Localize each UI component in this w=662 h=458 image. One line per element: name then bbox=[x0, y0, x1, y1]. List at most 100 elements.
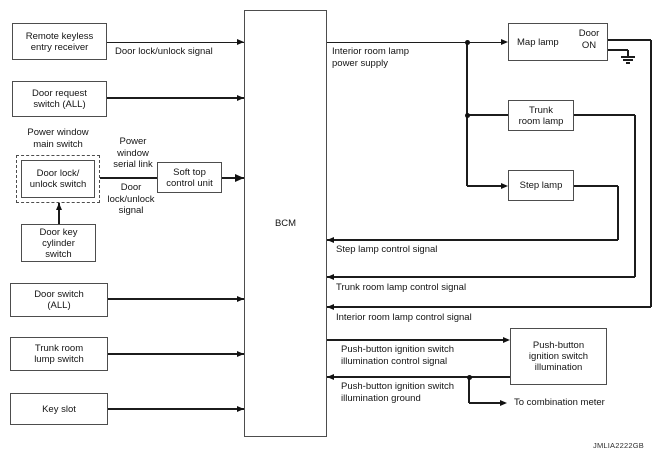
map-lamp-label-line: Map lamp bbox=[517, 37, 559, 48]
wire bbox=[468, 377, 470, 403]
arrowhead-icon bbox=[327, 373, 334, 380]
door-request-switch-label: Door request bbox=[32, 88, 87, 99]
remote-keyless-entry-receiver-label: entry receiver bbox=[30, 41, 89, 53]
wire bbox=[327, 376, 510, 378]
wire bbox=[327, 339, 508, 341]
key-slot-label: Key slot bbox=[42, 403, 76, 415]
figure-code: JMLIA2222GB bbox=[593, 440, 644, 452]
interior-room-lamp-power-supply-label-line: Interior room lamp bbox=[332, 46, 410, 57]
wire bbox=[650, 40, 652, 307]
ground-symbol-bar bbox=[626, 62, 630, 64]
soft-top-control-unit-label: Soft top bbox=[173, 166, 206, 178]
junction-dot bbox=[466, 374, 472, 380]
arrowhead-icon bbox=[237, 350, 244, 357]
push-button-ignition-switch-illumination-label: ignition switch bbox=[528, 351, 589, 362]
wire bbox=[608, 49, 628, 51]
soft-top-control-unit-label: control unit bbox=[166, 177, 213, 189]
figure-code-line: JMLIA2222GB bbox=[593, 441, 644, 450]
power-window-main-switch-box bbox=[16, 155, 100, 203]
power-window-serial-link-label-line: Power bbox=[119, 136, 147, 147]
trunk-room-lamp-label: room lamp bbox=[518, 115, 564, 127]
arrowhead-icon bbox=[503, 336, 510, 343]
junction-dot bbox=[464, 112, 470, 118]
door-lock-unlock-switch-box: Door lock/unlock switch bbox=[21, 160, 95, 198]
wire bbox=[574, 185, 618, 187]
arrowhead-icon bbox=[327, 236, 334, 243]
wire bbox=[107, 97, 244, 99]
wire bbox=[327, 276, 635, 278]
door-lock-unlock-signal-label-2-line: signal bbox=[118, 205, 144, 216]
wire bbox=[58, 203, 60, 224]
push-button-ignition-switch-illumination-label: Push-button bbox=[532, 340, 585, 351]
map-lamp-door-label: Door bbox=[574, 28, 604, 40]
wire bbox=[327, 41, 506, 44]
wire bbox=[608, 39, 651, 41]
wire bbox=[467, 185, 506, 187]
step-lamp-control-signal-label: Step lamp control signal bbox=[336, 244, 437, 256]
step-lamp-label: Step lamp bbox=[519, 180, 563, 191]
map-lamp-on-label-line: ON bbox=[581, 40, 597, 51]
wire bbox=[574, 114, 635, 116]
door-key-cylinder-switch-label: Door key bbox=[39, 226, 78, 238]
door-key-cylinder-switch-label: cylinder bbox=[42, 237, 75, 249]
wire bbox=[617, 186, 619, 240]
wire bbox=[100, 176, 157, 180]
push-button-illumination-control-signal-label-line: Push-button ignition switch bbox=[341, 344, 455, 355]
wire bbox=[107, 41, 244, 44]
power-window-main-switch-label-line: Power window bbox=[27, 127, 89, 138]
door-switch-box: Door switch(ALL) bbox=[10, 283, 108, 317]
ground-symbol-bar bbox=[621, 56, 635, 58]
door-switch-label: (ALL) bbox=[47, 300, 71, 311]
remote-keyless-entry-receiver-label: Remote keyless bbox=[25, 30, 94, 42]
arrowhead-icon bbox=[237, 94, 244, 101]
wire bbox=[222, 176, 244, 180]
map-lamp-label: Map lamp bbox=[517, 37, 559, 49]
door-request-switch-label: switch (ALL) bbox=[33, 99, 86, 110]
door-lock-unlock-switch-label: unlock switch bbox=[29, 179, 87, 190]
push-button-illumination-ground-label-line: Push-button ignition switch bbox=[341, 381, 455, 392]
map-lamp-on-label: ON bbox=[574, 40, 604, 52]
arrowhead-icon bbox=[501, 182, 508, 189]
junction-dot bbox=[464, 40, 470, 45]
power-window-main-switch-label-line: main switch bbox=[33, 138, 83, 150]
bcm-label: BCM bbox=[274, 218, 297, 229]
arrowhead-icon bbox=[500, 399, 507, 406]
step-lamp-control-signal-label-line: Step lamp control signal bbox=[336, 244, 438, 255]
to-combination-meter-label-line: To combination meter bbox=[514, 397, 605, 408]
arrowhead-icon bbox=[235, 173, 244, 182]
interior-room-lamp-power-supply-label-line: power supply bbox=[332, 57, 388, 69]
wire bbox=[108, 298, 244, 300]
door-lock-unlock-signal-label: Door lock/unlock signal bbox=[115, 46, 213, 58]
wire bbox=[327, 239, 618, 241]
door-lock-unlock-signal-label-2-line: lock/unlock bbox=[107, 193, 155, 205]
trunk-room-lump-switch-label: lump switch bbox=[34, 354, 84, 365]
interior-room-lamp-control-signal-label: Interior room lamp control signal bbox=[336, 312, 472, 324]
wire bbox=[108, 353, 244, 355]
arrowhead-icon bbox=[237, 39, 244, 45]
power-window-serial-link-label-line: window bbox=[117, 147, 149, 159]
wire bbox=[634, 115, 636, 277]
ground-symbol-bar bbox=[623, 59, 633, 61]
map-lamp-box bbox=[508, 23, 608, 61]
trunk-room-lamp-label: Trunk bbox=[529, 104, 553, 116]
arrowhead-icon bbox=[55, 203, 62, 210]
to-combination-meter-label: To combination meter bbox=[514, 397, 605, 409]
wire bbox=[327, 306, 651, 308]
door-lock-unlock-signal-label-line: Door lock/unlock signal bbox=[115, 46, 213, 57]
bcm-box: BCM bbox=[244, 10, 327, 437]
arrowhead-icon bbox=[237, 295, 244, 302]
door-lock-unlock-switch-label: Door lock/ bbox=[36, 168, 80, 179]
arrowhead-icon bbox=[237, 405, 244, 412]
wire bbox=[469, 402, 505, 404]
